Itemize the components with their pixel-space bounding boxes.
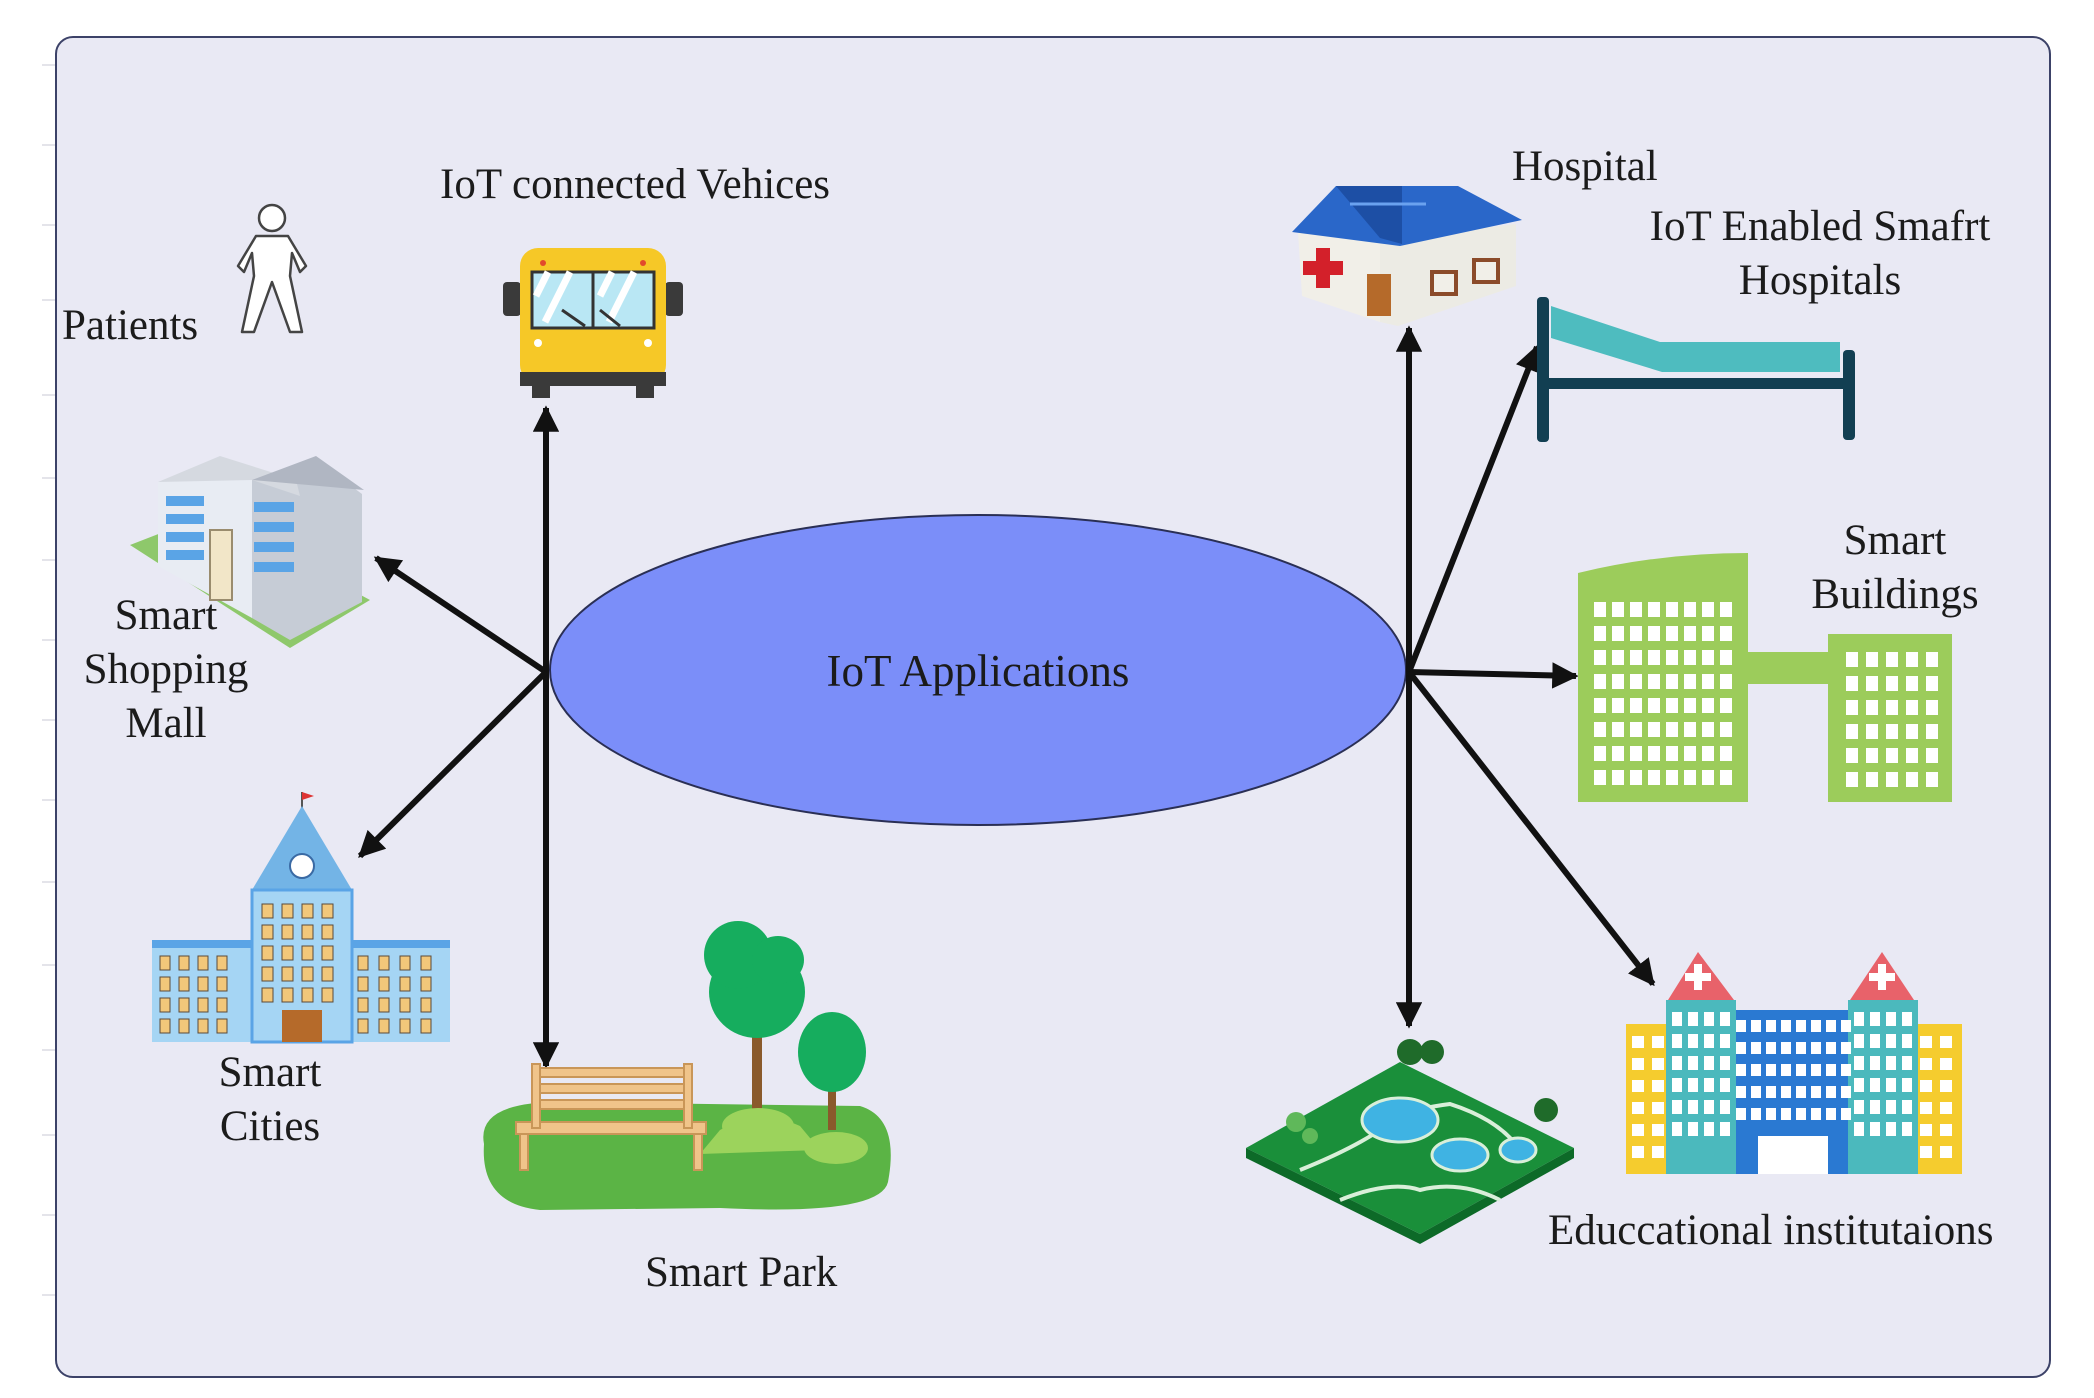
label-smart-hospitals-line1: IoT Enabled Smafrt xyxy=(1649,203,1991,250)
arrow-to-buildings xyxy=(1408,662,1579,689)
label-education: Educcational institutaions xyxy=(1548,1207,1994,1254)
person-outline-icon xyxy=(236,203,308,334)
label-smart-buildings: Smart Buildings xyxy=(1800,514,1990,622)
hospital-bed-icon xyxy=(1537,297,1855,442)
bus-icon xyxy=(503,248,683,398)
arrow-to-education xyxy=(1406,670,1656,987)
arrow-to-cities xyxy=(357,669,549,859)
mall-building-icon xyxy=(130,456,370,648)
label-vehicles: IoT connected Vehices xyxy=(440,161,831,208)
park-bench-trees-icon xyxy=(483,921,891,1210)
label-smart-buildings-line2: Buildings xyxy=(1811,571,1979,618)
label-shopping-mall-line1: Smart xyxy=(114,592,218,639)
building-windows xyxy=(1594,602,1938,787)
ruler-ticks xyxy=(42,64,55,1296)
connector-arrows xyxy=(357,325,1656,1069)
hospital-building-icon xyxy=(1292,186,1522,326)
institution-building-icon xyxy=(1626,952,1962,1174)
arrow-to-mall xyxy=(373,555,548,675)
label-patients: Patients xyxy=(62,302,199,349)
city-hall-icon xyxy=(152,792,450,1044)
label-smart-cities-line2: Cities xyxy=(219,1103,321,1150)
label-smart-park: Smart Park xyxy=(645,1249,838,1296)
arrow-to-bed xyxy=(1406,344,1541,674)
center-label: IoT Applications xyxy=(826,646,1130,696)
label-smart-buildings-line1: Smart xyxy=(1843,517,1947,564)
label-shopping-mall: Smart Shopping Mall xyxy=(72,589,260,751)
park-map-icon xyxy=(1246,1039,1574,1244)
label-smart-cities: Smart Cities xyxy=(190,1046,350,1154)
label-smart-hospitals-line2: Hospitals xyxy=(1738,257,1902,304)
label-smart-cities-line1: Smart xyxy=(218,1049,322,1096)
label-smart-hospitals: IoT Enabled Smafrt Hospitals xyxy=(1620,200,2020,308)
label-shopping-mall-line2: Shopping xyxy=(83,646,249,693)
label-hospital: Hospital xyxy=(1512,143,1658,190)
label-shopping-mall-line3: Mall xyxy=(125,700,207,747)
